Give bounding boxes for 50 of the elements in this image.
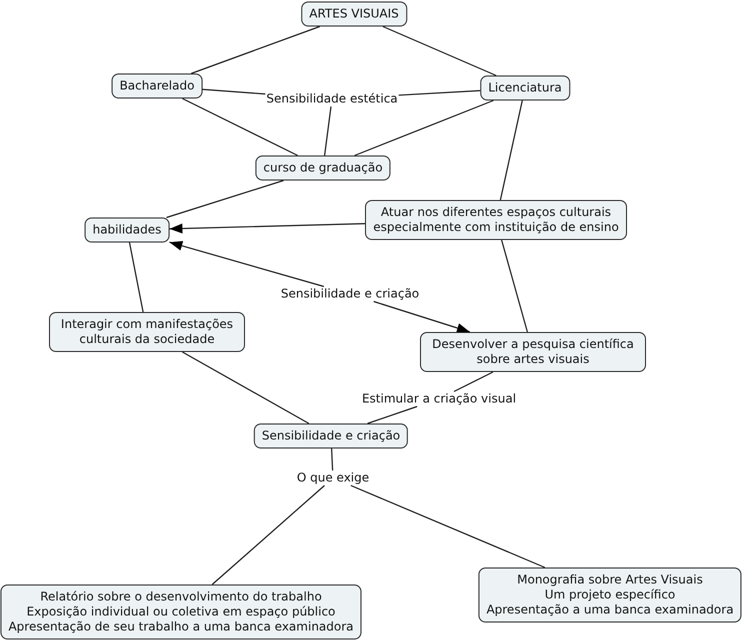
concept-label: Exposição individual ou coletiva em espaço público — [26, 604, 336, 620]
concept-box — [112, 74, 202, 98]
arrow — [169, 223, 366, 234]
connector-line — [331, 448, 334, 471]
concept-box — [254, 424, 408, 448]
concept-box — [84, 218, 170, 242]
concept-box — [365, 200, 627, 240]
connector-line — [354, 100, 494, 156]
connector-line — [367, 406, 418, 424]
concept-label: Atuar nos diferentes espaços culturais especialmente com instituição de ensino — [373, 205, 619, 235]
concept-label: ARTES VISUAIS — [309, 6, 399, 22]
concept-label: Um projeto específico — [544, 588, 676, 602]
connector-line — [191, 26, 320, 74]
concept-label: Sensibilidade e criação — [262, 428, 400, 444]
connector-line — [182, 98, 298, 156]
concept-label: curso de graduação — [263, 160, 383, 176]
arrow — [374, 300, 470, 333]
connector-line — [324, 106, 332, 156]
linking-phrase: Sensibilidade estética — [265, 92, 399, 106]
concept-label: Apresentação a uma banca examinadora — [486, 602, 734, 618]
concept-label: Relatório sobre o desenvolvimento do trabalho — [39, 590, 323, 604]
linking-phrase: Estimular a criação visual — [360, 392, 518, 406]
arrow — [169, 240, 324, 288]
linking-phrase: Sensibilidade e criação — [280, 286, 420, 302]
connector-line — [128, 242, 144, 312]
concept-box — [420, 332, 646, 372]
connector-line — [500, 100, 523, 200]
connector-line — [166, 180, 284, 218]
concept-label: Desenvolver a pesquisa científica sobre artes visuais — [431, 337, 635, 367]
concept-label: Apresentação de seu trabalho a uma banca examinadora — [8, 620, 354, 634]
concept-label: habilidades — [92, 222, 162, 238]
concept-box — [0, 584, 362, 640]
connector-line — [202, 88, 266, 95]
connector-line — [454, 371, 494, 392]
linking-phrase: O que exige — [296, 470, 370, 486]
concept-box — [478, 568, 742, 622]
connector-line — [398, 90, 480, 96]
concept-label: Licenciatura — [488, 80, 562, 96]
concept-label: Interagir com manifestações culturais da sociedade — [60, 317, 234, 347]
connector-line — [212, 485, 325, 585]
concept-label: Monografia sobre Artes Visuais — [516, 572, 704, 588]
connector-line — [182, 351, 310, 424]
connector-line — [350, 484, 546, 568]
concept-box — [255, 156, 391, 180]
concept-label: Bacharelado — [120, 78, 194, 94]
concept-box — [49, 312, 245, 352]
connector-line — [382, 26, 496, 76]
concept-box — [301, 2, 407, 26]
concept-box — [480, 76, 570, 100]
connector-line — [501, 240, 528, 332]
